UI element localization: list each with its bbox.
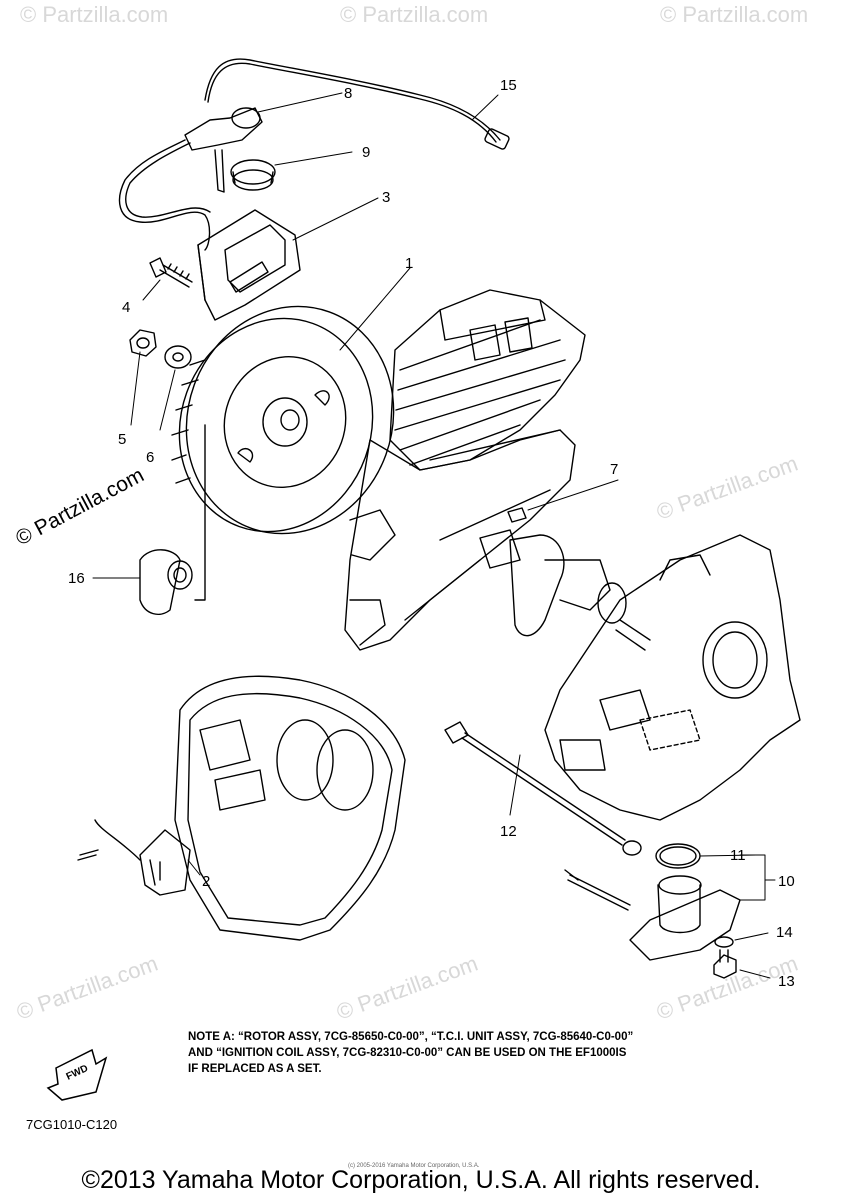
leader-lines [92, 92, 776, 979]
note-line-2: AND “IGNITION COIL ASSY, 7CG-82310-C0-00… [188, 1047, 627, 1059]
part-4-bolt [149, 257, 193, 288]
part-12-cable [444, 721, 642, 856]
callout-16: 16 [68, 570, 85, 587]
part-2-tci-unit [77, 819, 191, 896]
watermark-group: © Partzilla.com © Partzilla.com © Partzi… [13, 2, 808, 1025]
cylinder-crankcase [344, 289, 586, 651]
part-13-bolt [713, 949, 737, 979]
callout-4: 4 [122, 299, 130, 316]
note-line-1: NOTE A: “ROTOR ASSY, 7CG-85650-C0-00”, “… [188, 1031, 634, 1043]
part-1-flywheel [171, 305, 395, 601]
fwd-arrow-icon: FWD [46, 1048, 108, 1101]
watermark: © Partzilla.com [20, 2, 168, 27]
crankshaft [479, 529, 651, 651]
callout-8: 8 [344, 85, 352, 102]
watermark: © Partzilla.com [340, 2, 488, 27]
callout-14: 14 [776, 924, 793, 941]
part-10-oil-sensor [564, 869, 741, 961]
part-3-ignition-coil [197, 209, 301, 321]
part-8-plug-cap [118, 107, 263, 251]
part-15-cable [204, 58, 510, 150]
callout-7: 7 [610, 461, 618, 478]
watermark: © Partzilla.com [660, 2, 808, 27]
fan-housing [174, 675, 406, 941]
part-5-nut [129, 329, 157, 357]
part-14-washer [714, 936, 734, 948]
callout-2: 2 [202, 873, 210, 890]
callout-10: 10 [778, 873, 795, 890]
small-copyright: (c) 2005-2016 Yamaha Motor Corporation, … [348, 1163, 480, 1169]
watermark: © Partzilla.com [653, 451, 801, 525]
note-block: NOTE A: “ROTOR ASSY, 7CG-85650-C0-00”, “… [188, 1029, 748, 1077]
callout-6: 6 [146, 449, 154, 466]
callout-11: 11 [730, 847, 746, 864]
copyright-footer: ©2013 Yamaha Motor Corporation, U.S.A. A… [81, 1166, 761, 1194]
part-16-cap [139, 549, 193, 616]
callout-1: 1 [405, 255, 413, 272]
part-6-washer [164, 345, 192, 369]
part-7-key [507, 507, 527, 523]
watermark: © Partzilla.com [333, 951, 481, 1025]
crankcase-cover [544, 534, 801, 821]
watermark: © Partzilla.com [13, 951, 161, 1025]
part-9-grommet [230, 159, 276, 191]
callout-12: 12 [500, 823, 517, 840]
callout-13: 13 [778, 973, 795, 990]
callout-15: 15 [500, 77, 517, 94]
diagram-code: 7CG1010-C120 [26, 1117, 118, 1132]
callout-labels: 1 2 3 4 5 6 7 8 9 10 11 12 13 14 15 16 [68, 77, 795, 990]
callout-9: 9 [362, 144, 370, 161]
part-11-o-ring [655, 843, 701, 869]
callout-3: 3 [382, 189, 390, 206]
note-line-3: IF REPLACED AS A SET. [188, 1063, 322, 1075]
callout-5: 5 [118, 431, 126, 448]
